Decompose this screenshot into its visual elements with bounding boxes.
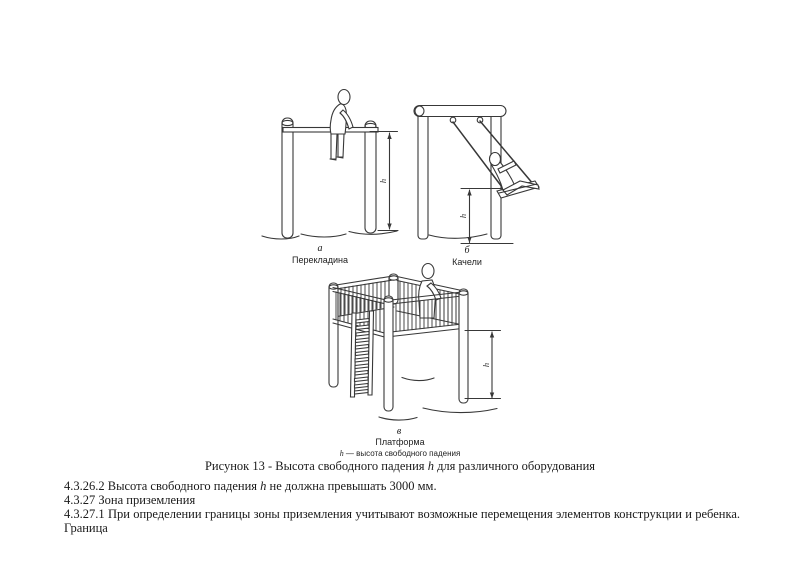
legend-var: h (339, 449, 344, 458)
person-on-bar (329, 88, 354, 161)
dim-label-b: h (458, 214, 468, 218)
dimension-b (460, 187, 514, 245)
subfigure-a-caption: Перекладина (291, 255, 349, 265)
paragraph-4-3-26-2: 4.3.26.2 Высота свободного падения h не … (64, 479, 437, 493)
subfigure-v-caption: Платформа (375, 437, 425, 447)
figure-title: Рисунок 13 - Высота свободного падения h… (204, 459, 596, 473)
dim-label-v: h (481, 363, 491, 367)
paragraph-4-3-27-1: 4.3.27.1 При определении границы зоны пр… (64, 507, 740, 535)
subfigure-v-letter: в (396, 426, 402, 437)
swing-top-bar (413, 104, 507, 118)
legend-text: — высота свободного падения (343, 449, 461, 458)
paragraph-4-3-27: 4.3.27 Зона приземления (64, 493, 196, 507)
subfigure-b-caption: Качели (452, 257, 482, 267)
ground-a (261, 230, 398, 240)
person-on-platform (418, 262, 442, 319)
subfigure-a-crossbar (261, 88, 399, 240)
ground-b (428, 233, 488, 239)
dim-label-a: h (378, 179, 388, 183)
ladder (349, 310, 375, 398)
person-on-swing (488, 151, 540, 196)
dimension-a (369, 130, 399, 232)
swing-ropes (452, 120, 535, 192)
figure-legend: h — высота свободного падения (340, 449, 461, 458)
subfigure-b-letter: б (464, 245, 470, 256)
subfigure-v-platform (328, 262, 502, 421)
dimension-v (464, 329, 502, 400)
subfigure-b-swing (413, 104, 540, 245)
subfigure-a-letter: а (317, 243, 323, 254)
ground-v (378, 376, 498, 421)
